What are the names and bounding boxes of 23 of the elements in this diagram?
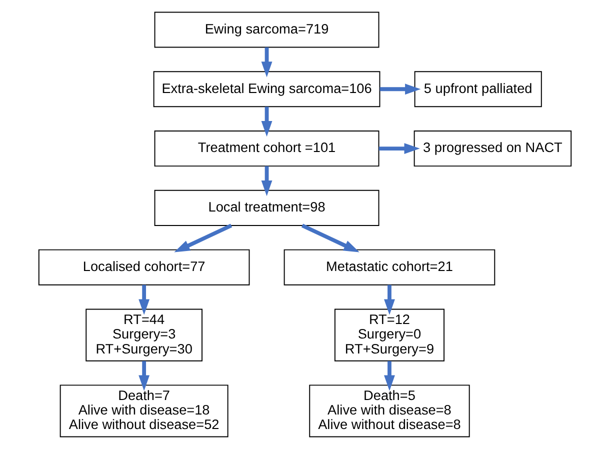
arrow [138,284,150,315]
node-box: Ewing sarcoma=719 [154,12,379,48]
node-box: RT=44 Surgery=3 RT+Surgery=30 [85,308,202,362]
arrow [138,361,150,391]
node-box: Extra-skeletal Ewing sarcoma=106 [152,71,380,108]
arrow [260,47,272,78]
arrow [300,224,359,252]
node-box: Death=5 Alive with disease=8 Alive without disease=8 [308,384,470,438]
arrow [379,84,420,95]
node-box: Local treatment=98 [154,190,379,226]
node-box: 5 upfront palliated [414,71,542,108]
node-box: RT=12 Surgery=0 RT+Surgery=9 [334,308,444,362]
node-box: Metastatic cohort=21 [283,249,495,286]
arrow [384,284,394,315]
node-box: 3 progressed on NACT [413,130,572,167]
arrow [174,224,232,252]
node-box: Localised cohort=77 [38,249,250,286]
node-box: Death=7 Alive with disease=18 Alive without disease=52 [59,384,228,438]
arrow [384,361,394,391]
arrow [378,143,420,154]
arrow [260,166,272,196]
arrow [260,106,272,137]
node-box: Treatment cohort =101 [154,130,379,167]
